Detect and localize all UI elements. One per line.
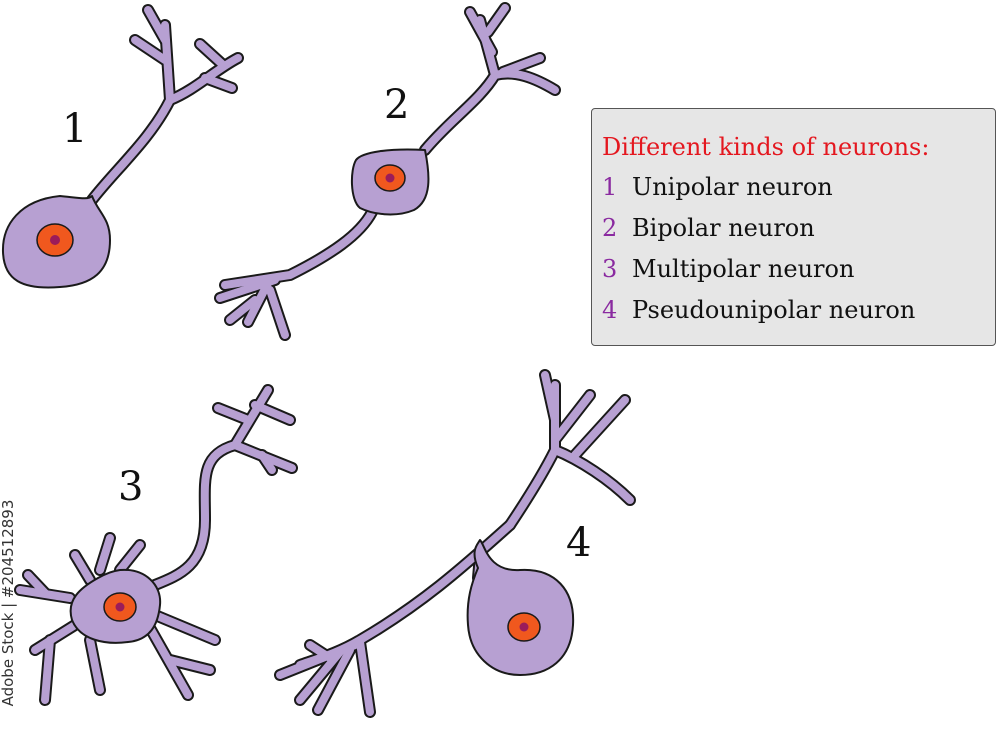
legend-item-number: 1 <box>602 173 618 201</box>
legend-title: Different kinds of neurons: <box>602 133 930 161</box>
legend-item: 3 Multipolar neuron <box>602 249 995 290</box>
pseudounipolar-nucleolus <box>519 622 529 632</box>
legend-item-text: Bipolar neuron <box>632 214 815 242</box>
multipolar-nucleolus <box>115 602 125 612</box>
bipolar-neuron: 2 <box>214 2 561 341</box>
multipolar-processes-outline <box>14 384 298 706</box>
unipolar-dendrites-fill <box>88 6 242 204</box>
legend-item-number: 2 <box>602 214 618 242</box>
legend-item-text: Unipolar neuron <box>632 173 833 201</box>
pseudounipolar-soma <box>466 539 575 676</box>
legend-item-text: Multipolar neuron <box>632 255 855 283</box>
pseudounipolar-neuron: 4 <box>274 369 636 718</box>
legend-box: Different kinds of neurons: 1 Unipolar ne… <box>591 108 996 346</box>
multipolar-processes-fill <box>16 386 296 704</box>
label-4: 4 <box>566 520 591 566</box>
unipolar-nucleolus <box>50 235 60 245</box>
bipolar-processes-fill <box>216 4 559 339</box>
label-1: 1 <box>62 106 87 152</box>
label-3: 3 <box>118 464 143 510</box>
multipolar-neuron: 3 <box>14 384 298 706</box>
legend-item-text: Pseudounipolar neuron <box>632 296 916 324</box>
stock-watermark: Adobe Stock | #204512893 <box>0 499 17 707</box>
legend-item-number: 4 <box>602 296 618 324</box>
label-2: 2 <box>384 82 409 128</box>
legend-item-number: 3 <box>602 255 618 283</box>
pseudounipolar-processes-fill <box>276 371 634 716</box>
legend-item: 2 Bipolar neuron <box>602 208 995 249</box>
bipolar-nucleolus <box>385 173 395 183</box>
unipolar-neuron: 1 <box>1 4 244 289</box>
legend-item: 4 Pseudounipolar neuron <box>602 290 995 331</box>
legend-item: 1 Unipolar neuron <box>602 167 995 208</box>
